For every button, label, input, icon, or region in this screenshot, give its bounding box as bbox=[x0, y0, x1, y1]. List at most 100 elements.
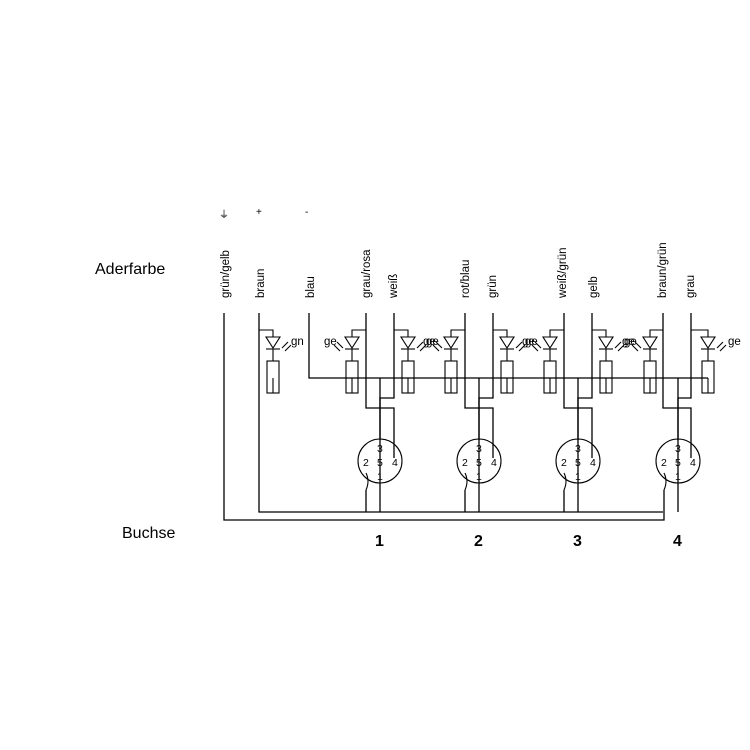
minus-symbol: - bbox=[305, 207, 308, 218]
led-light-arrow-icon bbox=[333, 344, 341, 352]
led-color-label: gn bbox=[291, 336, 304, 348]
pin-4-label: 4 bbox=[590, 457, 596, 469]
pin-3-label: 3 bbox=[476, 443, 482, 455]
wire-label: grau bbox=[685, 275, 697, 298]
socket-key bbox=[663, 472, 667, 491]
led-branch: ge bbox=[493, 329, 538, 394]
pin-2-label: 2 bbox=[561, 457, 567, 469]
socket-key bbox=[365, 472, 369, 491]
led-light-arrow-icon bbox=[634, 341, 642, 349]
led-diode-icon bbox=[442, 336, 460, 350]
socket-number: 3 bbox=[573, 533, 582, 550]
plus-symbol: + bbox=[256, 207, 262, 218]
led-light-arrow-icon bbox=[336, 341, 344, 349]
earth-icon: ⏚ bbox=[219, 209, 229, 221]
led-branch: ge bbox=[592, 329, 637, 394]
minus-wire bbox=[308, 313, 708, 379]
led-light-arrow-icon bbox=[515, 341, 523, 349]
led-color-label: ge bbox=[622, 336, 635, 348]
socket-key bbox=[464, 472, 468, 491]
led-color-label: ge bbox=[423, 336, 436, 348]
led-branch: ge bbox=[394, 329, 439, 394]
pin-4-label: 4 bbox=[491, 457, 497, 469]
pin-2-label: 2 bbox=[462, 457, 468, 469]
pin-3-label: 3 bbox=[675, 443, 681, 455]
wire-label: braun/grün bbox=[657, 242, 669, 298]
pin-4-label: 4 bbox=[392, 457, 398, 469]
wiring bbox=[223, 313, 708, 521]
led-light-arrow-icon bbox=[631, 344, 639, 352]
wire-label: weiß bbox=[388, 274, 400, 299]
socket-number: 2 bbox=[474, 533, 483, 550]
wire-labels: grün/gelb braun blau grau/rosa weiß rot/… bbox=[220, 242, 697, 299]
led-feed bbox=[592, 329, 607, 337]
socket-icon bbox=[357, 438, 403, 484]
led-feed bbox=[691, 329, 709, 337]
socket-icon bbox=[555, 438, 601, 484]
pin-2-label: 2 bbox=[363, 457, 369, 469]
led-feed bbox=[450, 329, 465, 337]
pin-3-label: 3 bbox=[575, 443, 581, 455]
socket-number: 4 bbox=[673, 533, 682, 550]
led-branch: ge bbox=[691, 329, 741, 394]
led-light-arrow-icon bbox=[716, 341, 724, 349]
led-feed bbox=[649, 329, 663, 337]
led-light-arrow-icon bbox=[614, 341, 622, 349]
buchse-label: Buchse bbox=[122, 525, 175, 542]
led-diode-icon bbox=[597, 336, 615, 350]
led-feed bbox=[351, 329, 366, 337]
pin-1-label: 1 bbox=[377, 471, 383, 483]
signal-wire bbox=[478, 313, 494, 512]
led-diode-icon bbox=[541, 336, 559, 350]
led-feed bbox=[394, 329, 409, 337]
led-light-arrow-icon bbox=[432, 344, 440, 352]
led-light-arrow-icon bbox=[419, 344, 427, 352]
led-color-label: ge bbox=[525, 336, 538, 348]
led-feed bbox=[493, 329, 508, 337]
led-light-arrow-icon bbox=[416, 341, 424, 349]
socket-icon bbox=[456, 438, 502, 484]
led-diode-icon bbox=[641, 336, 659, 350]
led-light-arrow-icon bbox=[435, 341, 443, 349]
pin-4-label: 4 bbox=[690, 457, 696, 469]
pin-1-label: 1 bbox=[675, 471, 681, 483]
led-color-label: ge bbox=[324, 336, 337, 348]
wire-label: gelb bbox=[588, 276, 600, 298]
pin-5-label: 5 bbox=[377, 457, 383, 469]
wire-label: rot/blau bbox=[460, 260, 472, 298]
led-light-arrow-icon bbox=[617, 344, 625, 352]
led-branch: ge bbox=[324, 329, 366, 394]
led-branch: ge bbox=[423, 329, 465, 394]
earth-wire bbox=[223, 313, 665, 521]
led-diode-icon bbox=[343, 336, 361, 350]
led-color-label: ge bbox=[728, 336, 741, 348]
led-feed bbox=[549, 329, 564, 337]
pin-5-label: 5 bbox=[476, 457, 482, 469]
pin-3-label: 3 bbox=[377, 443, 383, 455]
pin-1-label: 1 bbox=[575, 471, 581, 483]
led-branch: gn bbox=[259, 329, 304, 394]
earth-symbol: ⏚ bbox=[219, 209, 229, 221]
pin-5-label: 5 bbox=[575, 457, 581, 469]
wire-label: blau bbox=[305, 276, 317, 298]
led-color-label: ge bbox=[426, 336, 439, 348]
pin-5-label: 5 bbox=[675, 457, 681, 469]
pin-2-label: 2 bbox=[661, 457, 667, 469]
signal-wire bbox=[662, 313, 692, 458]
wire-label: grau/rosa bbox=[361, 249, 373, 298]
aderfarbe-label: Aderfarbe bbox=[95, 261, 165, 278]
wire-label: weiß/grün bbox=[557, 248, 569, 300]
led-diode-icon bbox=[399, 336, 417, 350]
socket-number: 1 bbox=[375, 533, 384, 550]
led-branch: ge bbox=[522, 329, 564, 394]
socket-key bbox=[563, 472, 567, 491]
led-light-arrow-icon bbox=[281, 341, 289, 349]
led-color-label: ge bbox=[522, 336, 535, 348]
led-diode-icon bbox=[264, 336, 282, 350]
